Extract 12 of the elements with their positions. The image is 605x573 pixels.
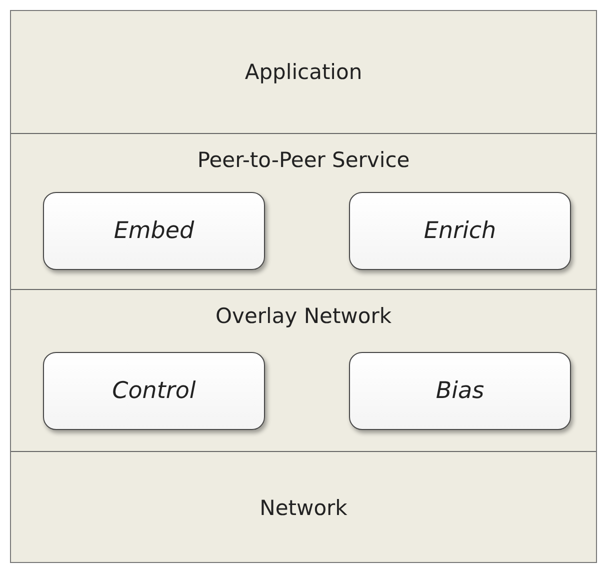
box-label: Control xyxy=(112,378,196,404)
rounded-box xyxy=(43,352,265,430)
rounded-box xyxy=(349,352,571,430)
layer-title: Application xyxy=(244,60,362,84)
layer-title: Peer-to-Peer Service xyxy=(197,148,410,172)
rounded-box xyxy=(349,192,571,270)
layer-title: Overlay Network xyxy=(216,304,392,328)
box-label: Bias xyxy=(436,378,484,404)
layer-title: Network xyxy=(260,496,348,520)
box-label: Embed xyxy=(114,218,194,244)
rounded-box xyxy=(43,192,265,270)
box-label: Enrich xyxy=(424,218,496,244)
